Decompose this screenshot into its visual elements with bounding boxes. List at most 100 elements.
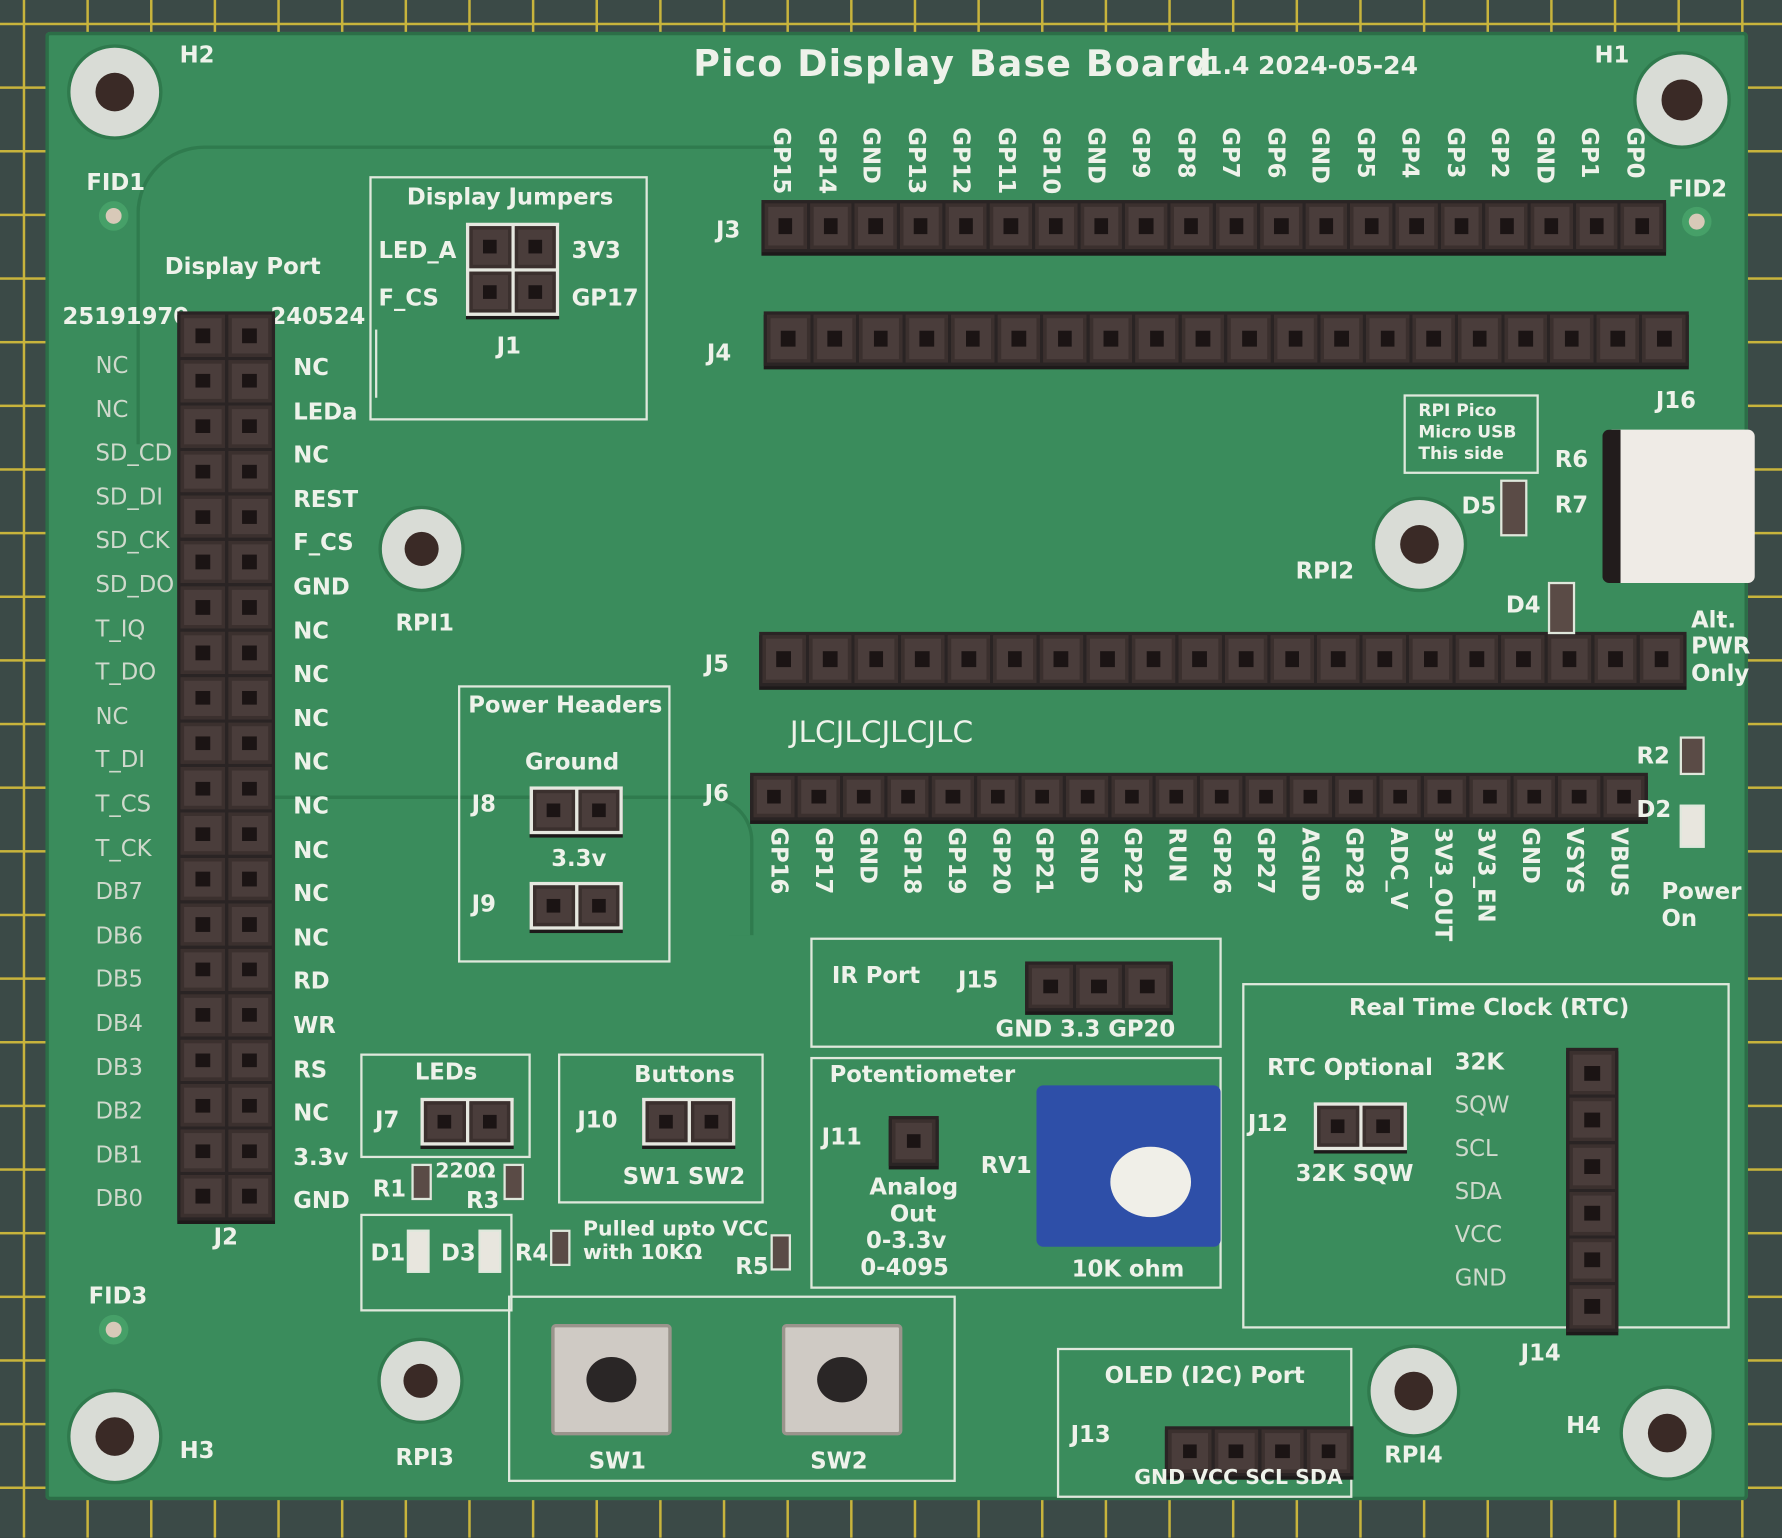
pin [227,586,272,629]
ref-r3: R3 [465,1186,500,1214]
pin-label: NC [293,441,329,469]
pin-label: WR [293,1011,336,1039]
ref-sw2: SW2 [810,1446,868,1475]
pin-label: NC [293,792,329,820]
pin-label: DB0 [95,1184,144,1212]
usb-note-line: Micro USB [1418,421,1517,443]
pin-label: GP10 [1037,127,1065,195]
pin [1485,203,1528,249]
pin-label: SD_CD [95,438,173,467]
pin-label: F_CS [293,528,354,557]
pin [1245,776,1287,818]
pin [180,767,225,810]
usb-c-connector-j16[interactable] [1602,429,1755,584]
leds-title: LEDs [414,1058,478,1086]
pin [227,677,272,719]
ref-d1: D1 [370,1238,406,1267]
pin-label: GP27 [1252,827,1280,895]
ir-port-box [810,937,1222,1048]
power-headers-title: Power Headers [468,690,663,719]
pin [1260,203,1303,249]
pin [808,635,852,684]
pin [1085,635,1129,684]
pin [1409,635,1453,684]
pin-label: RUN [1163,827,1192,883]
board-version: v1.4 2024-05-24 [1188,52,1418,81]
pin [180,631,225,674]
pin-label: GP9 [1127,127,1155,179]
alt-pwr-note: Alt. [1691,605,1736,634]
display-port-date: 240524 [270,302,366,330]
pin [1412,314,1455,363]
pin [764,203,807,249]
pin [1135,314,1179,363]
pin [762,635,806,684]
pin-label: RD [293,967,330,995]
pin-label: DB5 [95,965,144,993]
pin-label: GND [1454,1263,1507,1292]
pin-label: SCL [1454,1134,1498,1162]
pin [227,948,272,991]
ref-r2: R2 [1636,742,1670,770]
pin [813,314,856,363]
ref-j13: J13 [1070,1420,1111,1448]
silk-line [375,329,378,398]
push-button-sw2[interactable] [781,1323,903,1436]
range-adc-label: 0-4095 [860,1253,949,1281]
pin [1455,635,1499,684]
label-f-cs: F_CS [378,284,439,312]
pin-label: DB2 [95,1096,144,1125]
pin [1395,203,1438,249]
pin [1155,776,1198,818]
pin [227,903,272,946]
pin [1066,776,1108,818]
mounting-hole-rpi1 [381,509,462,589]
analog-out-header-j11 [888,1116,939,1167]
v33-label: 3.3v [551,844,607,872]
ref-r6: R6 [1554,445,1589,473]
pullup-note: Pulled upto VCC [583,1217,769,1242]
pin-label: GP17 [810,827,838,895]
pin [1363,635,1406,684]
power-on-label: Power [1661,877,1742,905]
pin-label: SD_CK [95,526,170,554]
trace [136,145,777,445]
jumper-header-j1[interactable] [465,222,560,316]
pin-label: 3V3_EN [1473,827,1501,923]
ref-j15: J15 [958,966,999,994]
pin-label: 3.3v [293,1143,349,1171]
pin-label: AGND [1296,827,1324,902]
push-button-sw1[interactable] [551,1323,672,1436]
ir-port-title: IR Port [831,961,921,989]
pin [993,635,1037,684]
switches-box [508,1295,956,1482]
pin [227,994,272,1037]
pin [227,495,272,538]
pin-label: NC [95,351,129,379]
ir-pins-label: GND 3.3 GP20 [995,1014,1176,1043]
pin-label: GP12 [947,127,976,195]
pin-label: GND [293,572,350,601]
pin-label: GND [293,1186,350,1215]
resistor-r4 [550,1229,571,1267]
trimmer-potentiometer-rv1[interactable] [1036,1085,1221,1247]
ref-j16: J16 [1655,386,1696,414]
rtc-jumper-j12[interactable] [1313,1102,1407,1151]
pin-label: ADC_V [1384,827,1413,910]
display-jumpers-title: Display Jumpers [406,182,614,211]
pin [1547,635,1591,684]
pin-label: T_DI [95,745,145,774]
pin [951,314,995,363]
pin [1504,314,1548,363]
pin-label: GP2 [1486,127,1514,179]
ref-j14: J14 [1520,1338,1561,1367]
pin [180,495,225,538]
pin [1305,203,1348,249]
usb-note-line: This side [1418,443,1504,464]
pin-label: GP7 [1217,127,1245,179]
pin-label: NC [293,1099,329,1127]
alt-pwr-note: PWR [1691,631,1751,660]
pin [227,360,272,402]
pin-label: NC [293,660,329,688]
